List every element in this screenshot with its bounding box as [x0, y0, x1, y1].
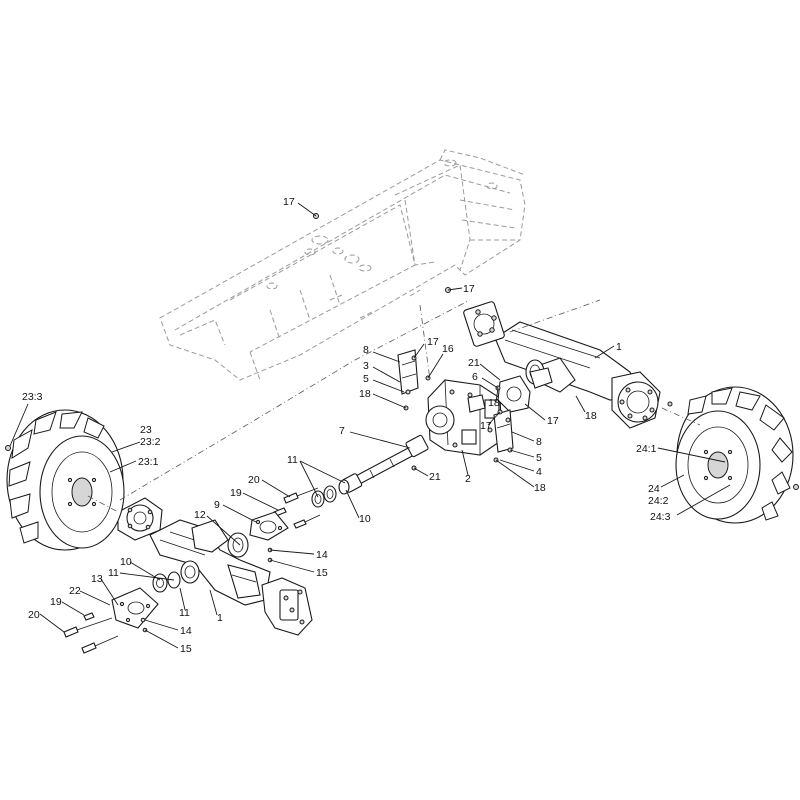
flange-plate-lower	[111, 587, 159, 629]
callout-15a: 15	[316, 567, 328, 579]
callout-6: 6	[472, 371, 478, 383]
callout-8a: 8	[363, 344, 369, 356]
callout-19b: 19	[50, 596, 62, 608]
callout-5b: 5	[536, 452, 542, 464]
center-lines	[87, 299, 701, 513]
left-tire	[6, 409, 125, 551]
callout-16: 16	[442, 343, 454, 355]
callout-18d: 18	[585, 410, 597, 422]
callout-17c: 17	[427, 336, 439, 348]
right-axle-housing	[463, 301, 661, 429]
callout-24-3: 24:3	[650, 511, 671, 523]
callout-15b: 15	[180, 643, 192, 655]
callout-17d: 17	[547, 415, 559, 427]
callout-2: 2	[465, 473, 471, 485]
callout-11b: 11	[108, 567, 119, 579]
callout-20b: 20	[28, 609, 40, 621]
callout-4: 4	[536, 466, 542, 478]
callout-10b: 10	[120, 556, 132, 568]
callout-18b: 18	[488, 397, 500, 409]
callout-17b: 17	[463, 283, 475, 295]
callout-1a: 1	[616, 341, 622, 353]
callout-12: 12	[194, 509, 206, 521]
drive-shaft	[341, 434, 429, 493]
callout-23: 23	[140, 424, 152, 436]
bolts-lower	[63, 547, 273, 654]
callout-3: 3	[363, 360, 369, 372]
seal-rings-lower	[152, 571, 181, 593]
callout-5a: 5	[363, 373, 369, 385]
callout-14a: 14	[316, 549, 328, 561]
callout-18a: 18	[359, 388, 371, 400]
callout-7: 7	[339, 425, 345, 437]
flange-plate	[249, 511, 289, 541]
hydraulic-motor	[497, 367, 553, 413]
callout-13: 13	[91, 573, 103, 585]
seal-rings-upper	[311, 479, 350, 508]
callout-19a: 19	[230, 487, 242, 499]
callout-22: 22	[69, 585, 81, 597]
callout-17e: 17	[480, 420, 492, 432]
right-tire	[675, 386, 794, 524]
callout-23-3: 23:3	[22, 391, 43, 403]
callout-24: 24	[648, 483, 660, 495]
callout-17a: 17	[283, 196, 295, 208]
leader-lines	[9, 202, 731, 649]
callout-11a: 11	[287, 454, 298, 466]
callout-23-1: 23:1	[138, 456, 159, 468]
callout-11c: 11	[179, 607, 190, 619]
callout-1b: 1	[217, 612, 223, 624]
brackets	[397, 349, 514, 453]
callout-21a: 21	[468, 357, 480, 369]
callout-21b: 21	[429, 471, 441, 483]
callout-14b: 14	[180, 625, 192, 637]
callout-24-2: 24:2	[648, 495, 669, 507]
callout-labels: 17 17 17 16 8 3 5 18 21 6 18 17 17 8 5 4…	[22, 196, 671, 655]
callout-24-1: 24:1	[636, 443, 657, 455]
callout-20a: 20	[248, 474, 260, 486]
callout-18c: 18	[534, 482, 546, 494]
chassis-frame	[159, 149, 526, 381]
callout-9: 9	[214, 499, 220, 511]
callout-23-2: 23:2	[140, 436, 161, 448]
callout-8b: 8	[536, 436, 542, 448]
transmission	[425, 379, 503, 456]
callout-10a: 10	[359, 513, 371, 525]
